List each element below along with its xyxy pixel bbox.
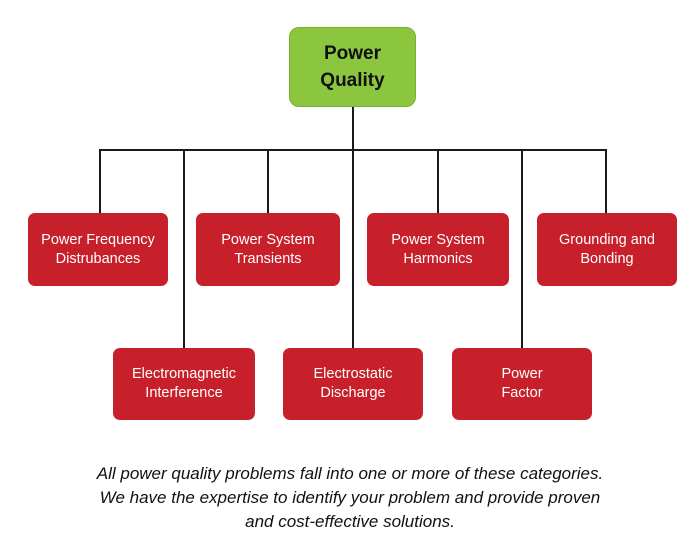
- caption-line-1: All power quality problems fall into one…: [96, 464, 604, 483]
- node-electrostatic-discharge: Electrostatic Discharge: [283, 348, 423, 420]
- node-power-factor: Power Factor: [452, 348, 592, 420]
- node-label: Power System Transients: [221, 231, 315, 267]
- node-label: Power System Harmonics: [391, 231, 485, 267]
- node-power-system-harmonics: Power System Harmonics: [367, 213, 509, 286]
- node-label: Power Frequency Distrubances: [41, 231, 155, 267]
- caption-line-3: and cost-effective solutions.: [245, 512, 455, 531]
- root-node-power-quality: Power Quality: [289, 27, 416, 107]
- node-electromagnetic-interference: Electromagnetic Interference: [113, 348, 255, 420]
- node-power-frequency-disturbances: Power Frequency Distrubances: [28, 213, 168, 286]
- node-label: Electromagnetic Interference: [132, 366, 236, 401]
- node-power-system-transients: Power System Transients: [196, 213, 340, 286]
- node-grounding-and-bonding: Grounding and Bonding: [537, 213, 677, 286]
- root-node-label: Power Quality: [320, 43, 385, 91]
- node-label: Power Factor: [501, 366, 543, 401]
- node-label: Electrostatic Discharge: [313, 366, 393, 401]
- caption: All power quality problems fall into one…: [20, 462, 680, 534]
- caption-line-2: We have the expertise to identify your p…: [99, 488, 601, 507]
- node-label: Grounding and Bonding: [559, 231, 655, 267]
